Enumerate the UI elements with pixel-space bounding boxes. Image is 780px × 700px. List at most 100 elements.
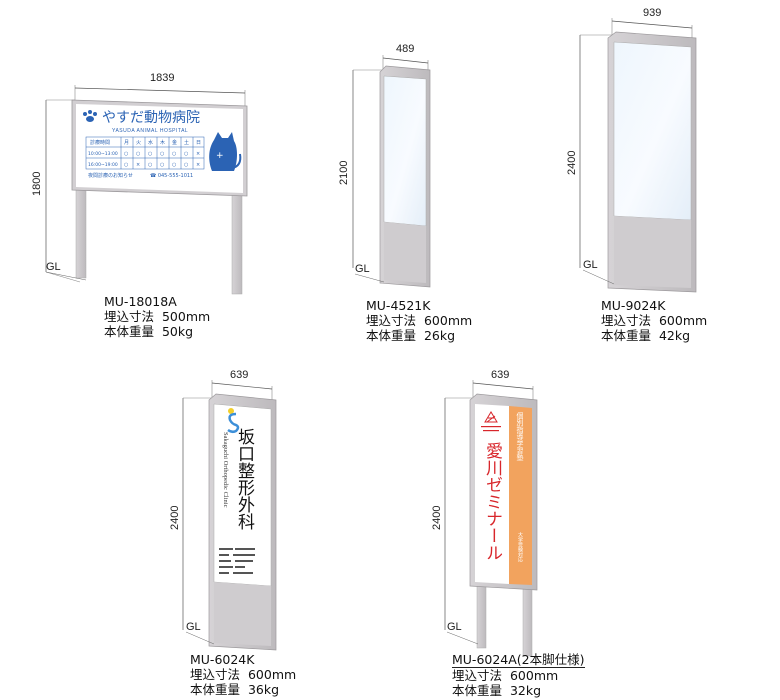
pylon-base	[614, 216, 691, 288]
embed-row: 埋込寸法 600mm	[366, 313, 472, 328]
day-sun: 日	[196, 140, 201, 146]
right-leg	[522, 583, 533, 657]
embed-row: 埋込寸法 600mm	[190, 667, 296, 682]
width-label: 939	[643, 7, 661, 19]
row1-mark: ○	[148, 151, 152, 157]
pylon-base	[384, 222, 426, 283]
gl-label: GL	[186, 621, 201, 633]
row1-mark: ○	[160, 151, 164, 157]
model-name: MU-18018A	[104, 294, 177, 309]
height-dimension: 2100	[338, 69, 383, 268]
height-label: 2100	[338, 161, 350, 185]
caption-mu-6024k: MU-6024K 埋込寸法 600mm 本体重量 36kg	[190, 652, 296, 697]
weight-label: 本体重量	[452, 683, 503, 698]
width-label: 489	[396, 43, 414, 55]
embed-value: 500mm	[161, 309, 211, 324]
sign-mu-18018a: 1839 1800 やすだ動物病院 YASUDA ANIMAL HOSPITAL	[31, 72, 248, 295]
blank-glass-panel	[383, 75, 427, 227]
table-header: 診療時間	[90, 139, 110, 146]
weight-value: 32kg	[509, 683, 542, 698]
clinic-name: やすだ動物病院	[102, 110, 200, 126]
pylon-base	[214, 582, 271, 646]
day-mon: 月	[124, 140, 129, 146]
embed-label: 埋込寸法	[190, 667, 241, 682]
sign-mu-4521k: 489 2100 GL	[338, 43, 431, 288]
day-sat: 土	[184, 139, 189, 146]
weight-value: 36kg	[247, 682, 280, 697]
embed-label: 埋込寸法	[452, 668, 503, 683]
paw-icon	[83, 110, 97, 122]
row1-mark: ×	[196, 151, 200, 157]
svg-text:+: +	[216, 151, 224, 161]
row2-mark: ○	[172, 162, 176, 168]
embed-label: 埋込寸法	[366, 313, 417, 328]
day-thu: 木	[160, 139, 165, 146]
weight-label: 本体重量	[104, 324, 155, 339]
height-dimension: 1800	[31, 99, 81, 283]
day-wed: 水	[148, 139, 153, 146]
weight-row: 本体重量 26kg	[366, 328, 472, 343]
embed-value: 600mm	[423, 313, 473, 328]
clinic-name-en: YASUDA ANIMAL HOSPITAL	[112, 128, 188, 134]
sign-mu-9024k: 939 2400 GL	[566, 7, 697, 293]
row1-mark: ○	[136, 151, 140, 157]
weight-value: 50kg	[161, 324, 194, 339]
embed-label: 埋込寸法	[104, 309, 155, 324]
weight-label: 本体重量	[190, 682, 241, 697]
clinic-name-en: Sakaguchi Orthopedic Clinic	[222, 432, 229, 508]
sign-mu-6024a: 639 2400 愛川ゼミナール 個別指導学習塾 大学受験対応 GL	[431, 369, 538, 657]
caption-mu-9024k: MU-9024K 埋込寸法 600mm 本体重量 42kg	[601, 298, 707, 343]
row2-mark: ○	[160, 162, 164, 168]
height-label: 2400	[169, 506, 181, 530]
weight-value: 42kg	[658, 328, 691, 343]
weight-row: 本体重量 42kg	[601, 328, 707, 343]
width-label: 639	[491, 369, 509, 381]
embed-value: 600mm	[658, 313, 708, 328]
notice-text: 夜間診療のお知らせ	[88, 172, 133, 179]
school-name-vertical: 愛川ゼミナール	[482, 442, 503, 561]
row2-mark: ×	[136, 162, 140, 168]
embed-value: 600mm	[247, 667, 297, 682]
row1-mark: ○	[124, 151, 128, 157]
width-dimension: 639	[211, 369, 273, 406]
height-label: 2400	[431, 506, 443, 530]
info-text-block	[219, 548, 255, 574]
phone-text: ☎ 045-555-1011	[150, 173, 193, 179]
row1-time: 10:00~13:00	[88, 151, 118, 157]
row1-mark: ○	[184, 151, 188, 157]
height-label: 2400	[566, 151, 578, 175]
width-dimension: 1839	[74, 72, 246, 108]
clinic-logo-icon	[227, 408, 240, 434]
right-post	[231, 193, 243, 295]
orange-band	[509, 406, 532, 585]
sign-face	[475, 404, 509, 584]
gl-label: GL	[583, 259, 598, 271]
embed-row: 埋込寸法 500mm	[104, 309, 210, 324]
band-bottom-text: 大学受験対応	[517, 531, 523, 563]
schedule-table	[85, 136, 205, 170]
weight-row: 本体重量 36kg	[190, 682, 296, 697]
height-label: 1800	[31, 172, 43, 196]
gl-label: GL	[46, 261, 61, 273]
weight-value: 26kg	[423, 328, 456, 343]
height-dimension: 2400	[431, 397, 473, 630]
row2-mark: ○	[148, 162, 152, 168]
height-dimension: 2400	[566, 34, 612, 268]
embed-label: 埋込寸法	[601, 313, 652, 328]
school-emblem-icon	[484, 411, 498, 423]
gl-label: GL	[355, 263, 370, 275]
row2-mark: ×	[196, 162, 200, 168]
panel-face	[76, 104, 243, 193]
clinic-name-vertical: 坂口整形外科	[234, 428, 255, 530]
caption-mu-4521k: MU-4521K 埋込寸法 600mm 本体重量 26kg	[366, 298, 472, 343]
left-post	[75, 189, 87, 279]
row2-mark: ○	[184, 162, 188, 168]
weight-row: 本体重量 50kg	[104, 324, 210, 339]
day-fri: 金	[172, 139, 177, 146]
caption-mu-6024a: MU-6024A(2本脚仕様) 埋込寸法 600mm 本体重量 32kg	[452, 652, 585, 698]
height-dimension: 2400	[169, 397, 212, 630]
weight-label: 本体重量	[601, 328, 652, 343]
weight-label: 本体重量	[366, 328, 417, 343]
embed-row: 埋込寸法 600mm	[601, 313, 707, 328]
